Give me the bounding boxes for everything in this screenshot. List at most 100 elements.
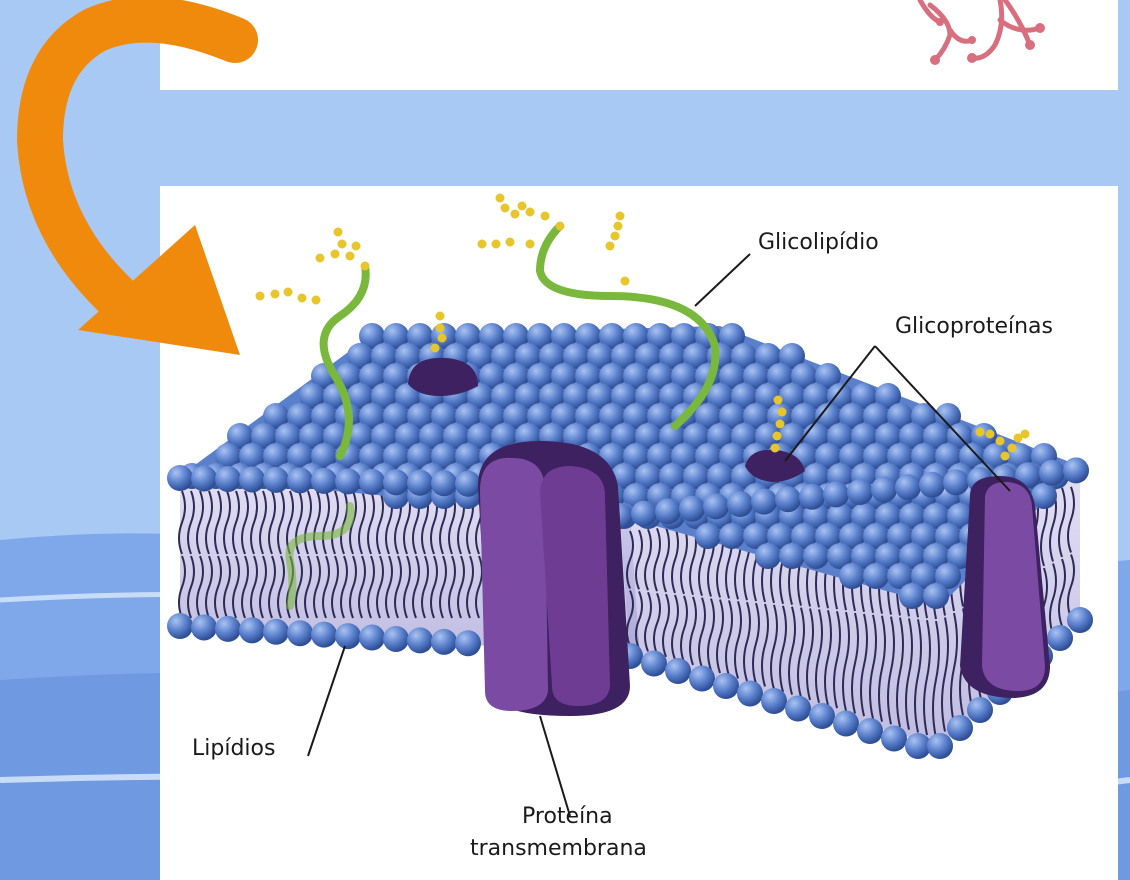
sugar-molecule <box>478 240 487 249</box>
label-glycoproteins: Glicoproteínas <box>895 314 1053 339</box>
sugar-molecule <box>284 288 293 297</box>
lipid-head <box>863 563 889 589</box>
lipid-head <box>239 617 265 643</box>
lipid-head <box>881 726 907 752</box>
lipid-head <box>947 715 973 741</box>
sugar-molecule <box>506 238 515 247</box>
lipid-head <box>1047 625 1073 651</box>
lipid-head <box>857 718 883 744</box>
lipid-head <box>761 688 787 714</box>
sugar-molecule <box>773 432 782 441</box>
lipid-head <box>455 630 481 656</box>
lipid-head <box>923 583 949 609</box>
sugar-molecule <box>496 194 505 203</box>
sugar-molecule <box>1008 444 1017 453</box>
sugar-molecule <box>312 296 321 305</box>
lipid-head <box>167 613 193 639</box>
lipid-head <box>803 543 829 569</box>
sugar-molecule <box>614 222 623 231</box>
lipid-head <box>359 469 385 495</box>
lipid-head <box>839 563 865 589</box>
lipid-head <box>431 629 457 655</box>
lipid-head <box>383 626 409 652</box>
lipid-head <box>263 619 289 645</box>
lipid-head <box>407 627 433 653</box>
sugar-molecule <box>1001 452 1010 461</box>
sugar-molecule <box>778 408 787 417</box>
lipid-head <box>359 625 385 651</box>
lipid-head <box>311 468 337 494</box>
sugar-molecule <box>298 294 307 303</box>
lipid-head <box>335 468 361 494</box>
lipid-head <box>263 467 289 493</box>
sugar-molecule <box>606 242 615 251</box>
lipid-head <box>407 470 433 496</box>
lipid-head <box>871 477 897 503</box>
lipid-head <box>967 697 993 723</box>
lipid-head <box>631 501 657 527</box>
sugar-molecule <box>346 252 355 261</box>
transmembrane-protein <box>478 441 630 716</box>
sugar-molecule <box>518 202 527 211</box>
sugar-molecule <box>986 430 995 439</box>
lipid-head <box>1031 483 1057 509</box>
sugar-molecule <box>621 277 630 286</box>
lipid-head <box>823 481 849 507</box>
sugar-molecule <box>316 254 325 263</box>
sugar-molecule <box>361 262 370 271</box>
sugar-molecule <box>976 428 985 437</box>
lipid-head <box>287 467 313 493</box>
lipid-head <box>895 474 921 500</box>
lipid-head <box>727 491 753 517</box>
sugar-molecule <box>431 344 440 353</box>
lipid-head <box>719 523 745 549</box>
lipid-head <box>665 658 691 684</box>
lipid-head <box>287 620 313 646</box>
label-transmembrane-protein-line1: Proteína <box>522 804 613 829</box>
sugar-molecule <box>436 324 445 333</box>
lipid-head <box>311 622 337 648</box>
lipid-head <box>167 465 193 491</box>
sugar-molecule <box>774 396 783 405</box>
sugar-molecule <box>352 242 361 251</box>
lipid-head <box>919 472 945 498</box>
lipid-head <box>799 484 825 510</box>
lipid-head <box>335 623 361 649</box>
sugar-molecule <box>256 292 265 301</box>
lipid-head <box>215 616 241 642</box>
lipid-head <box>689 666 715 692</box>
sugar-molecule <box>526 240 535 249</box>
lipid-head <box>809 703 835 729</box>
sugar-molecule <box>556 222 565 231</box>
lipid-head <box>695 523 721 549</box>
sugar-molecule <box>541 212 550 221</box>
lipid-head <box>785 696 811 722</box>
sugar-molecule <box>334 228 343 237</box>
coral-shape-icon <box>160 0 1118 90</box>
lipid-head <box>703 493 729 519</box>
sugar-molecule <box>611 232 620 241</box>
lipid-head <box>943 469 969 495</box>
lipid-head <box>927 733 953 759</box>
lipid-head <box>833 711 859 737</box>
top-panel <box>160 0 1118 90</box>
label-transmembrane-protein-line2: transmembrana <box>470 836 647 861</box>
lipid-head <box>1063 457 1089 483</box>
sugar-molecule <box>1021 430 1030 439</box>
label-glycolipid: Glicolipídio <box>758 230 879 255</box>
sugar-molecule <box>616 212 625 221</box>
lipid-head <box>1039 460 1065 486</box>
lipid-head <box>679 496 705 522</box>
lipid-head <box>779 543 805 569</box>
sugar-molecule <box>501 204 510 213</box>
sugar-molecule <box>996 437 1005 446</box>
lipid-head <box>455 471 481 497</box>
lipid-head <box>191 465 217 491</box>
lipid-head <box>239 466 265 492</box>
sugar-molecule <box>492 240 501 249</box>
lipid-head <box>383 469 409 495</box>
membrane-diagram-panel: Glicolipídio Glicoproteínas Lipídios Pro… <box>160 186 1118 880</box>
sugar-molecule <box>436 312 445 321</box>
sugar-molecule <box>338 240 347 249</box>
sugar-molecule <box>271 290 280 299</box>
